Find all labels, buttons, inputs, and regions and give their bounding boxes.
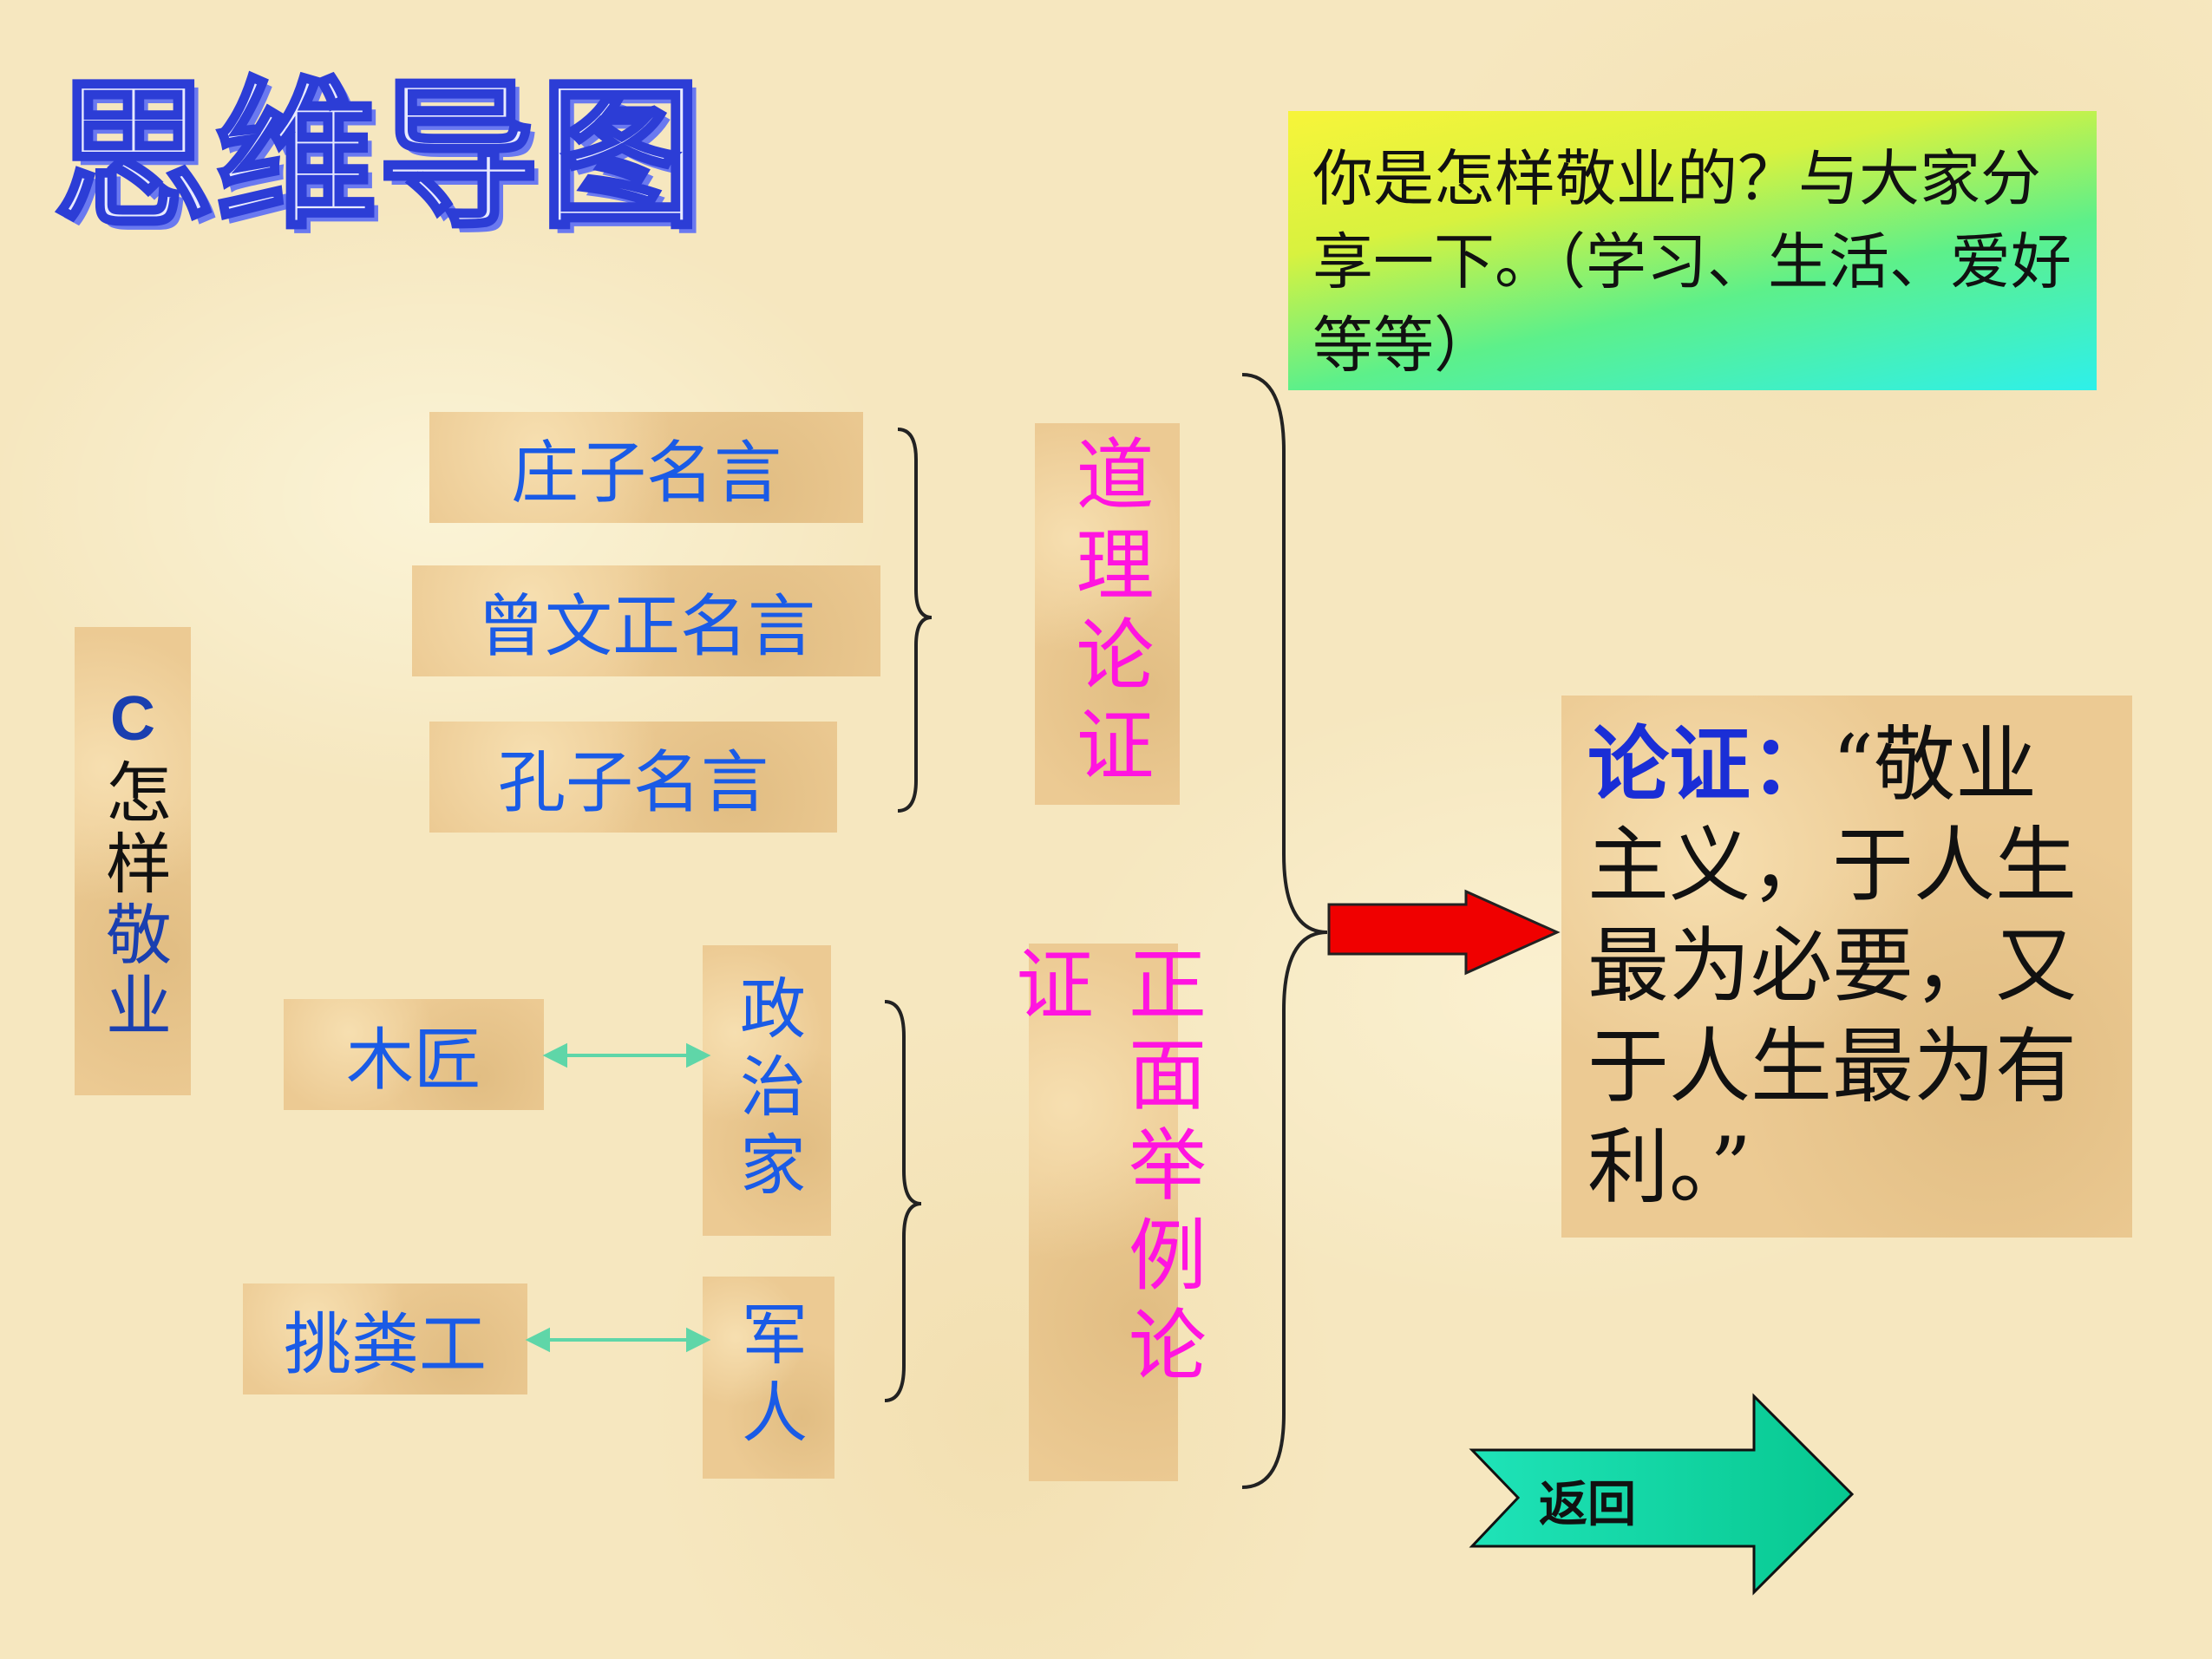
how-dedicated-black: 怎样 (95, 758, 172, 900)
argument-quote: “敬业主义，于人生最为必要，又于人生最为有利。” (1587, 718, 2078, 1215)
back-button[interactable]: 返回 (1539, 1477, 1636, 1533)
argument-text-block: 论证：“敬业主义，于人生最为必要，又于人生最为有利。” (1587, 715, 2117, 1218)
back-arrow-shape (1469, 1393, 1855, 1596)
politician-box: 政治家 (703, 945, 831, 1236)
how-dedicated-text: 怎样敬业 (85, 758, 180, 1042)
example-method-box: 正面举例论证 (1002, 944, 1206, 1481)
red-arrow (1327, 889, 1561, 976)
section-letter: C (110, 684, 155, 754)
quotes-brace (897, 428, 933, 813)
carpenter-politician-link (542, 1042, 711, 1068)
discussion-question-text: 你是怎样敬业的？与大家分享一下。（学习、生活、爱好等等） (1312, 143, 2071, 381)
manure-soldier-link (525, 1327, 711, 1353)
zeng-wenzheng-quote-box: 曾文正名言 (412, 565, 880, 676)
discussion-question-box: 你是怎样敬业的？与大家分享一下。（学习、生活、爱好等等） (1288, 111, 2097, 390)
soldier-box: 军人 (703, 1277, 834, 1479)
carpenter-box: 木匠 (284, 999, 544, 1110)
reasoning-method-box: 道理论证 (1035, 423, 1180, 805)
how-dedicated-blue: 敬业 (95, 900, 172, 1042)
page-title: 思维导图 (52, 62, 704, 250)
argument-box: 论证：“敬业主义，于人生最为必要，又于人生最为有利。” (1561, 696, 2132, 1238)
how-dedicated-label: C 怎样敬业 (75, 627, 191, 1095)
people-brace (884, 1000, 922, 1402)
argument-label: 论证： (1587, 717, 1833, 813)
zhuangzi-quote-box: 庄子名言 (429, 412, 863, 523)
confucius-quote-box: 孔子名言 (429, 722, 837, 833)
main-brace (1241, 373, 1328, 1489)
manure-carrier-box: 挑粪工 (243, 1283, 527, 1394)
